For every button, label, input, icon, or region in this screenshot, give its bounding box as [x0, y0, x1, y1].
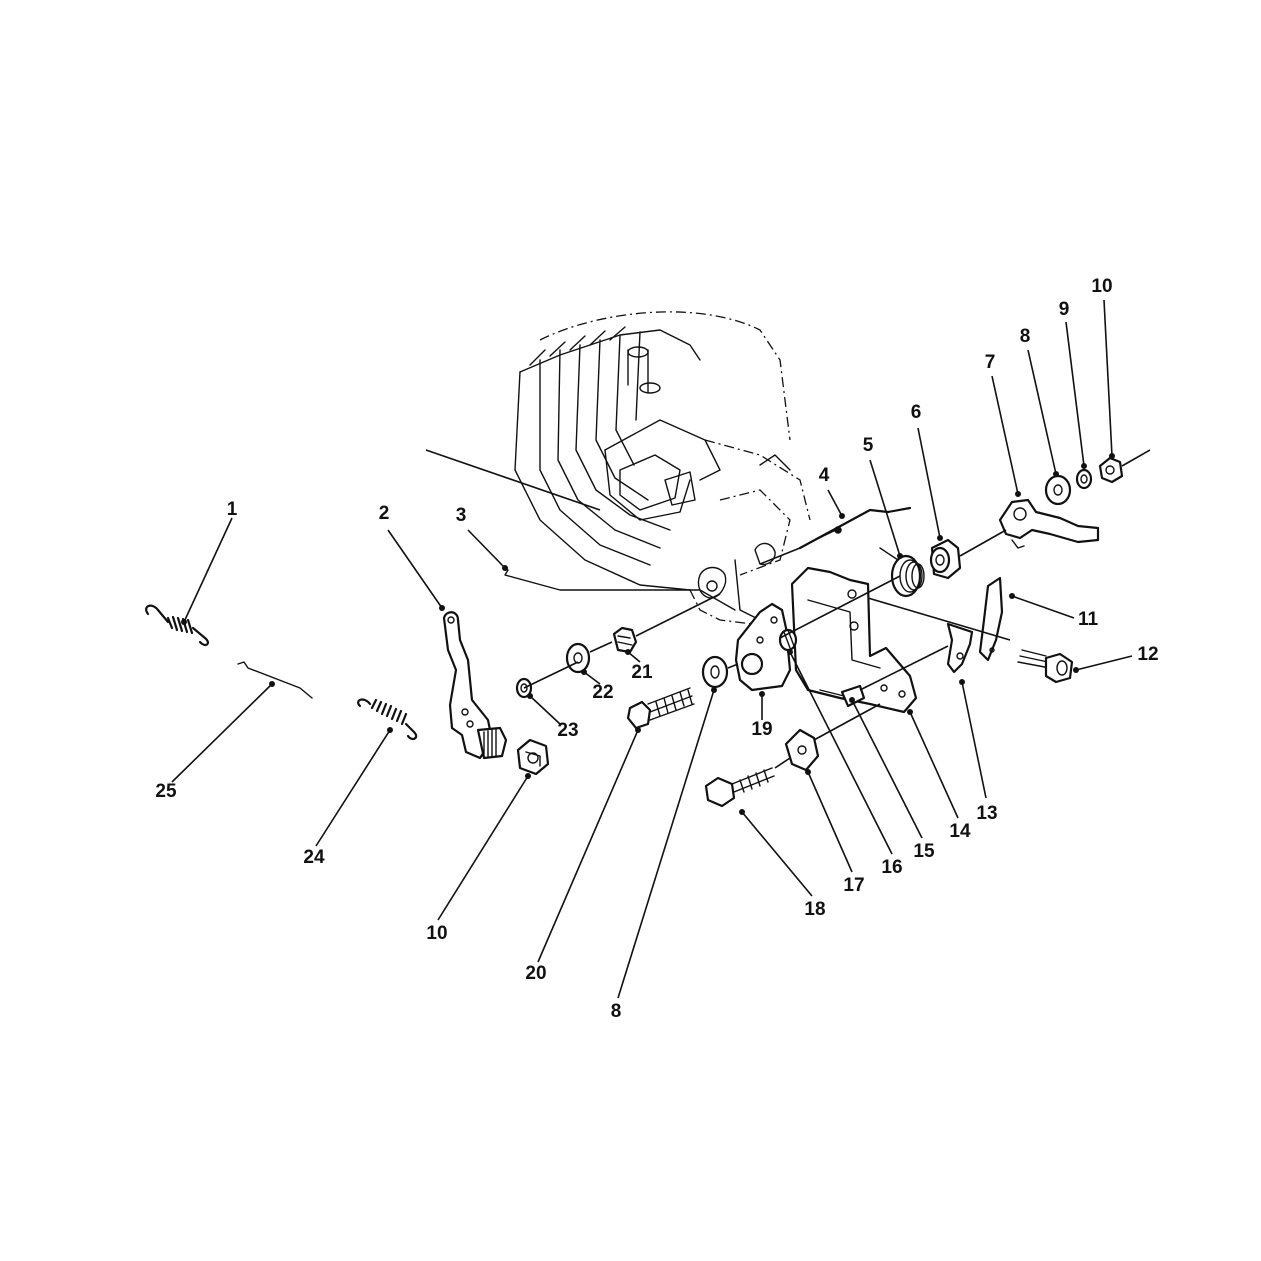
bolt-part-12 [1017, 649, 1074, 684]
spring-part-1 [145, 604, 209, 647]
callout-22: 22 [592, 682, 613, 703]
callout-8-lower: 8 [611, 1001, 622, 1022]
callout-leaders [171, 299, 1133, 999]
callout-18: 18 [804, 899, 825, 920]
spring-part-24 [357, 698, 418, 741]
callout-10-lower: 10 [426, 923, 447, 944]
clip-part-13 [946, 622, 974, 674]
callout-3: 3 [456, 505, 467, 526]
lever-part-7 [998, 498, 1100, 549]
callout-1: 1 [227, 499, 238, 520]
callout-6: 6 [911, 402, 922, 423]
callout-5: 5 [863, 435, 874, 456]
callout-13: 13 [976, 803, 997, 824]
callout-21: 21 [631, 662, 653, 683]
nut-part-10-right [1098, 456, 1124, 484]
bracket-part-11 [978, 576, 1004, 662]
callout-7: 7 [985, 352, 996, 373]
linkage-part-4 [798, 506, 912, 550]
callout-15: 15 [913, 841, 935, 862]
callout-16: 16 [881, 857, 902, 878]
callout-25: 25 [155, 781, 177, 802]
link-rod-part-25 [237, 661, 313, 699]
washer-part-9 [1075, 468, 1093, 490]
engine-block [514, 311, 811, 626]
washer-part-8-right [1044, 474, 1072, 506]
callout-19: 19 [751, 719, 772, 740]
callout-23: 23 [557, 720, 578, 741]
assembly-axes [425, 449, 1151, 769]
callout-20: 20 [525, 963, 546, 984]
callout-24: 24 [303, 847, 325, 868]
callout-14: 14 [949, 821, 971, 842]
callout-4: 4 [819, 465, 830, 486]
callout-10-upper: 10 [1091, 276, 1112, 297]
callout-labels: 1 2 3 4 5 6 7 8 9 10 11 12 13 14 15 16 1… [155, 276, 1158, 1022]
callout-2: 2 [379, 503, 390, 524]
governor-bracket-assembly [734, 566, 918, 714]
clamp-part-17 [784, 728, 820, 772]
callout-12: 12 [1137, 644, 1158, 665]
spring-part-5 [879, 547, 925, 598]
screw-part-18 [704, 767, 775, 808]
callout-11: 11 [1078, 609, 1099, 630]
washer-part-22 [565, 642, 591, 674]
callout-9: 9 [1059, 299, 1070, 320]
nut-part-21 [612, 626, 638, 654]
nut-part-10-left [516, 738, 550, 776]
washer-part-8-lower [701, 655, 729, 689]
callout-17: 17 [843, 875, 864, 896]
callout-8-upper: 8 [1020, 326, 1031, 347]
governor-lever-part-2 [442, 611, 508, 760]
bolt-part-20 [626, 687, 695, 730]
bushing-part-6 [929, 538, 962, 580]
